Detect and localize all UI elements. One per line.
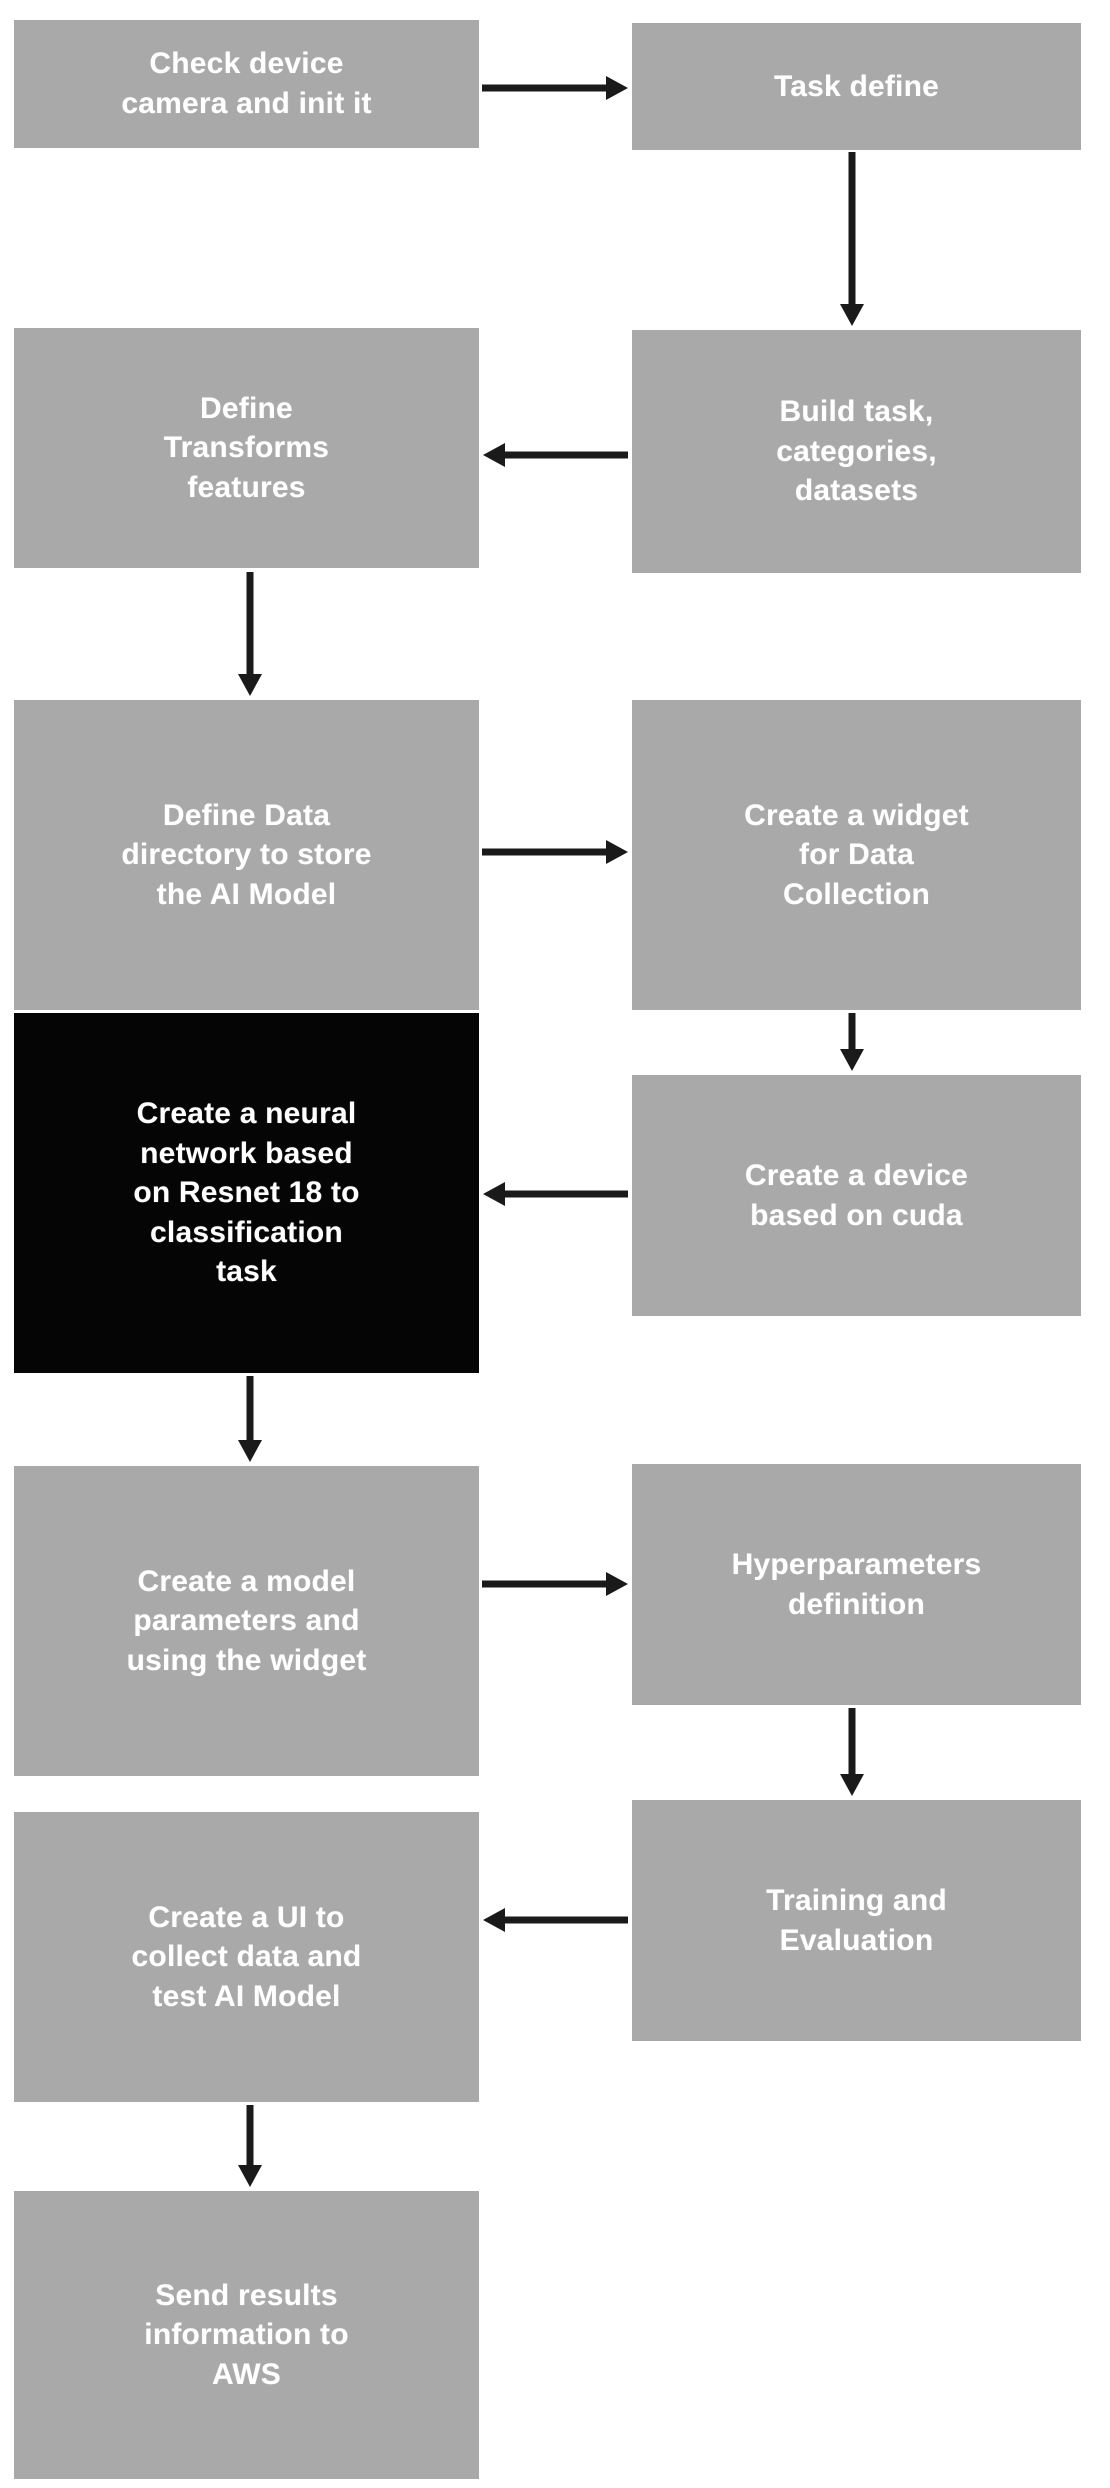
flow-connector-define-data-directory-to-create-widget-data-collection (464, 834, 646, 870)
flow-connector-create-device-cuda-to-create-neural-network-resnet18 (465, 1176, 646, 1212)
flow-connector-define-transforms-features-to-define-data-directory (232, 554, 268, 714)
flow-node-build-task-categories-datasets[interactable]: Build task, categories, datasets (632, 330, 1081, 573)
flow-node-create-neural-network-resnet18[interactable]: Create a neural network based on Resnet … (14, 1013, 479, 1373)
flow-connector-create-model-parameters-widget-to-hyperparameters-definition (464, 1566, 646, 1602)
flow-connector-create-ui-collect-data-to-send-results-to-aws (232, 2087, 268, 2205)
flow-node-define-transforms-features[interactable]: Define Transforms features (14, 328, 479, 568)
flow-connector-check-device-camera-to-task-define (464, 70, 646, 106)
flow-connector-create-widget-data-collection-to-create-device-cuda (834, 995, 870, 1089)
flow-node-send-results-to-aws[interactable]: Send results information to AWS (14, 2191, 479, 2479)
flow-connector-create-neural-network-resnet18-to-create-model-parameters-widget (232, 1358, 268, 1480)
flow-node-hyperparameters-definition[interactable]: Hyperparameters definition (632, 1464, 1081, 1705)
flow-node-create-model-parameters-widget[interactable]: Create a model parameters and using the … (14, 1466, 479, 1776)
flow-connector-training-and-evaluation-to-create-ui-collect-data (465, 1902, 646, 1938)
flow-node-training-and-evaluation[interactable]: Training and Evaluation (632, 1800, 1081, 2041)
flow-connector-hyperparameters-definition-to-training-and-evaluation (834, 1690, 870, 1814)
flow-node-create-device-cuda[interactable]: Create a device based on cuda (632, 1075, 1081, 1316)
flow-node-create-ui-collect-data[interactable]: Create a UI to collect data and test AI … (14, 1812, 479, 2102)
flow-node-define-data-directory[interactable]: Define Data directory to store the AI Mo… (14, 700, 479, 1010)
flow-node-check-device-camera[interactable]: Check device camera and init it (14, 20, 479, 148)
flow-connector-build-task-categories-datasets-to-define-transforms-features (465, 437, 646, 473)
flow-node-create-widget-data-collection[interactable]: Create a widget for Data Collection (632, 700, 1081, 1010)
flow-node-task-define[interactable]: Task define (632, 23, 1081, 150)
flow-connector-task-define-to-build-task-categories-datasets (834, 134, 870, 344)
